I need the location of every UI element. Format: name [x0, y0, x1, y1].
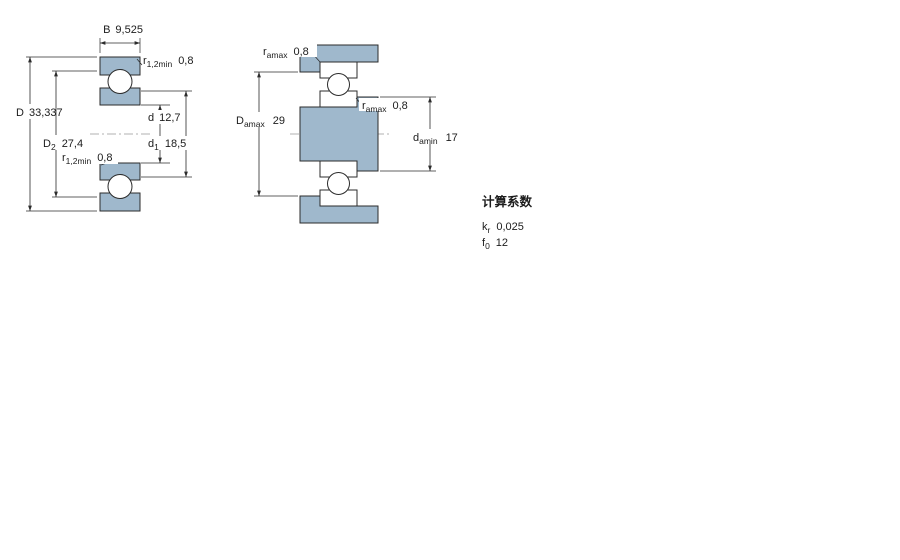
label-background — [359, 98, 415, 111]
label-background — [40, 135, 90, 150]
ball-bottom-outline — [327, 172, 350, 195]
label-background — [146, 136, 191, 150]
ball-top-outline — [327, 73, 350, 96]
ball-bottom — [107, 174, 133, 199]
label-background — [60, 151, 118, 164]
label-background — [14, 104, 66, 119]
ball-top — [107, 69, 133, 94]
label-background — [146, 110, 183, 124]
label-background — [261, 44, 317, 57]
label-background — [410, 129, 464, 144]
calculation-factors-title: 计算系数 — [482, 194, 533, 209]
leader-line — [136, 58, 143, 66]
label-background — [233, 112, 291, 127]
